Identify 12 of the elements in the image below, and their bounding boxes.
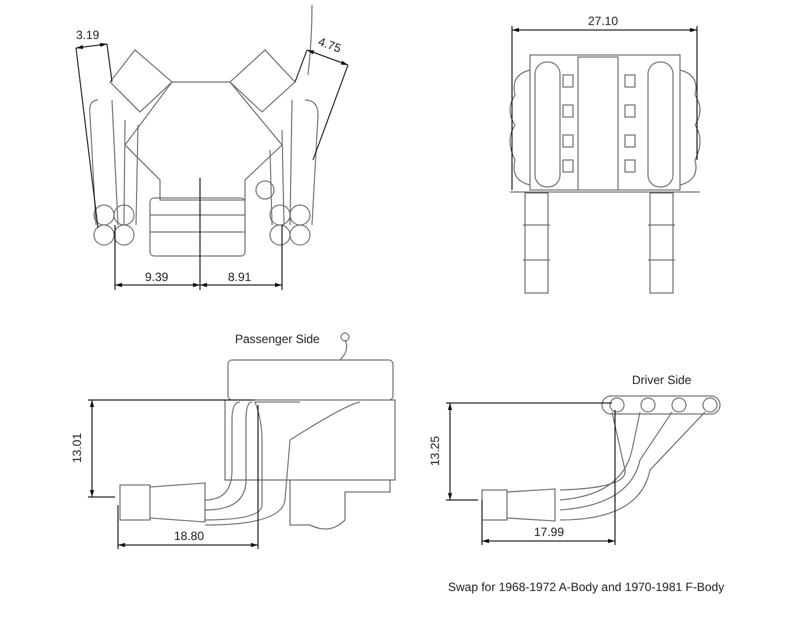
view-title: Driver Side	[632, 373, 692, 387]
dimension-value: 18.80	[174, 529, 204, 543]
dimension-value: 9.39	[145, 270, 168, 284]
dimension-value: 17.99	[534, 525, 564, 539]
dimension-value: 3.19	[76, 28, 100, 42]
view-title: Passenger Side	[235, 332, 320, 346]
dimension-value: 13.01	[70, 432, 84, 464]
caption: Swap for 1968-1972 A-Body and 1970-1981 F-Body	[448, 580, 724, 594]
dimension-value: 27.10	[588, 14, 618, 28]
dimension-value: 4.75	[316, 34, 344, 56]
dimension-value: 8.91	[228, 270, 252, 284]
dimension-value: 13.25	[428, 436, 442, 466]
